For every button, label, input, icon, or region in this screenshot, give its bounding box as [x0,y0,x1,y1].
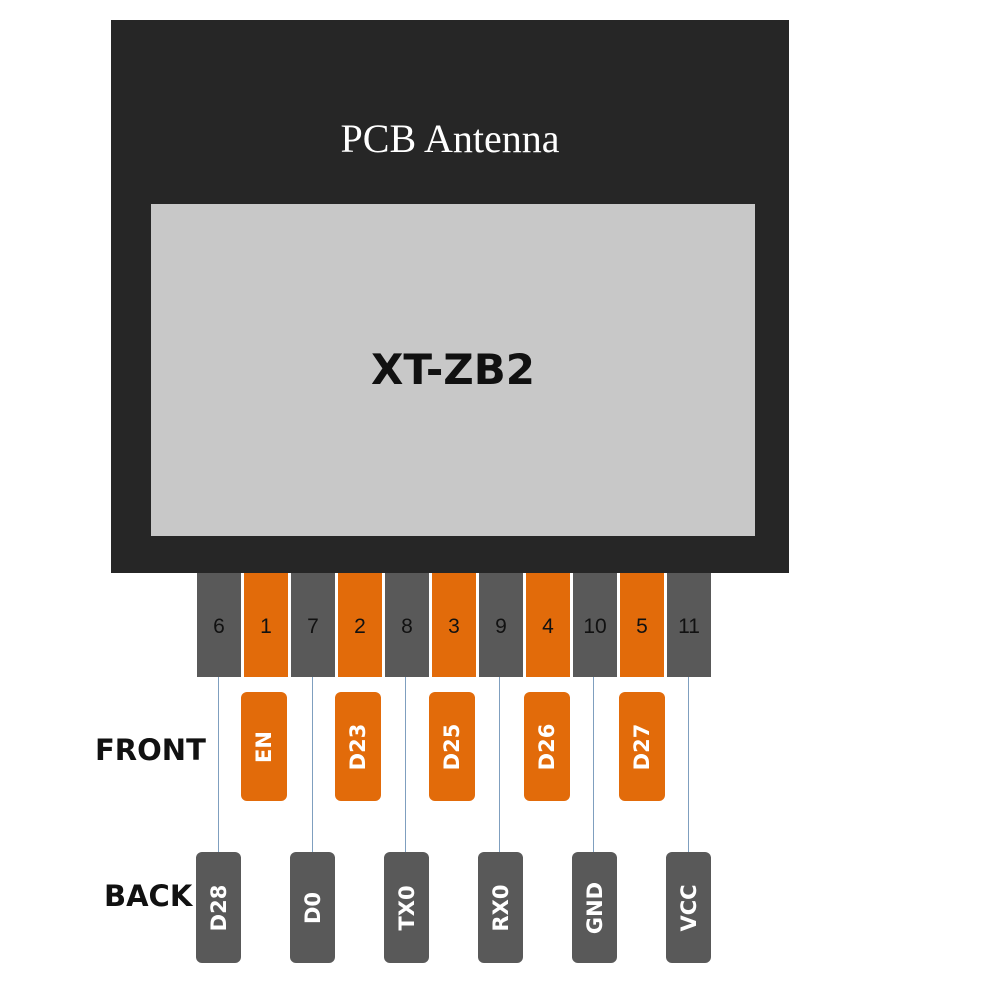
wire-pin-9 [499,677,500,854]
front-tag-d27: D27 [619,692,665,801]
pin-header: 6 1 7 2 8 3 9 4 10 5 11 [197,573,711,677]
wire-pin-11 [688,677,689,854]
pin-8: 8 [385,573,429,677]
pin-2: 2 [338,573,382,677]
pin-9: 9 [479,573,523,677]
back-row-label: BACK [104,879,193,913]
pin-6: 6 [197,573,241,677]
pin-7: 7 [291,573,335,677]
pin-1: 1 [244,573,288,677]
back-tag-tx0: TX0 [384,852,429,963]
front-tag-d26: D26 [524,692,570,801]
back-tag-gnd: GND [572,852,617,963]
pin-4: 4 [526,573,570,677]
chip-shield: XT-ZB2 [151,204,755,536]
antenna-label: PCB Antenna [340,116,560,161]
front-tag-d25: D25 [429,692,475,801]
front-row-label: FRONT [95,733,206,767]
back-tag-d28: D28 [196,852,241,963]
back-tag-rx0: RX0 [478,852,523,963]
back-tag-d0: D0 [290,852,335,963]
module-body: PCB Antenna XT-ZB2 [111,20,789,573]
chip-label: XT-ZB2 [371,345,535,394]
pin-5: 5 [620,573,664,677]
wire-pin-8 [405,677,406,854]
wire-pin-7 [312,677,313,854]
pin-11: 11 [667,573,711,677]
back-tag-vcc: VCC [666,852,711,963]
pin-3: 3 [432,573,476,677]
wire-pin-6 [218,677,219,854]
front-tag-en: EN [241,692,287,801]
front-tag-d23: D23 [335,692,381,801]
wire-pin-10 [593,677,594,854]
pin-10: 10 [573,573,617,677]
